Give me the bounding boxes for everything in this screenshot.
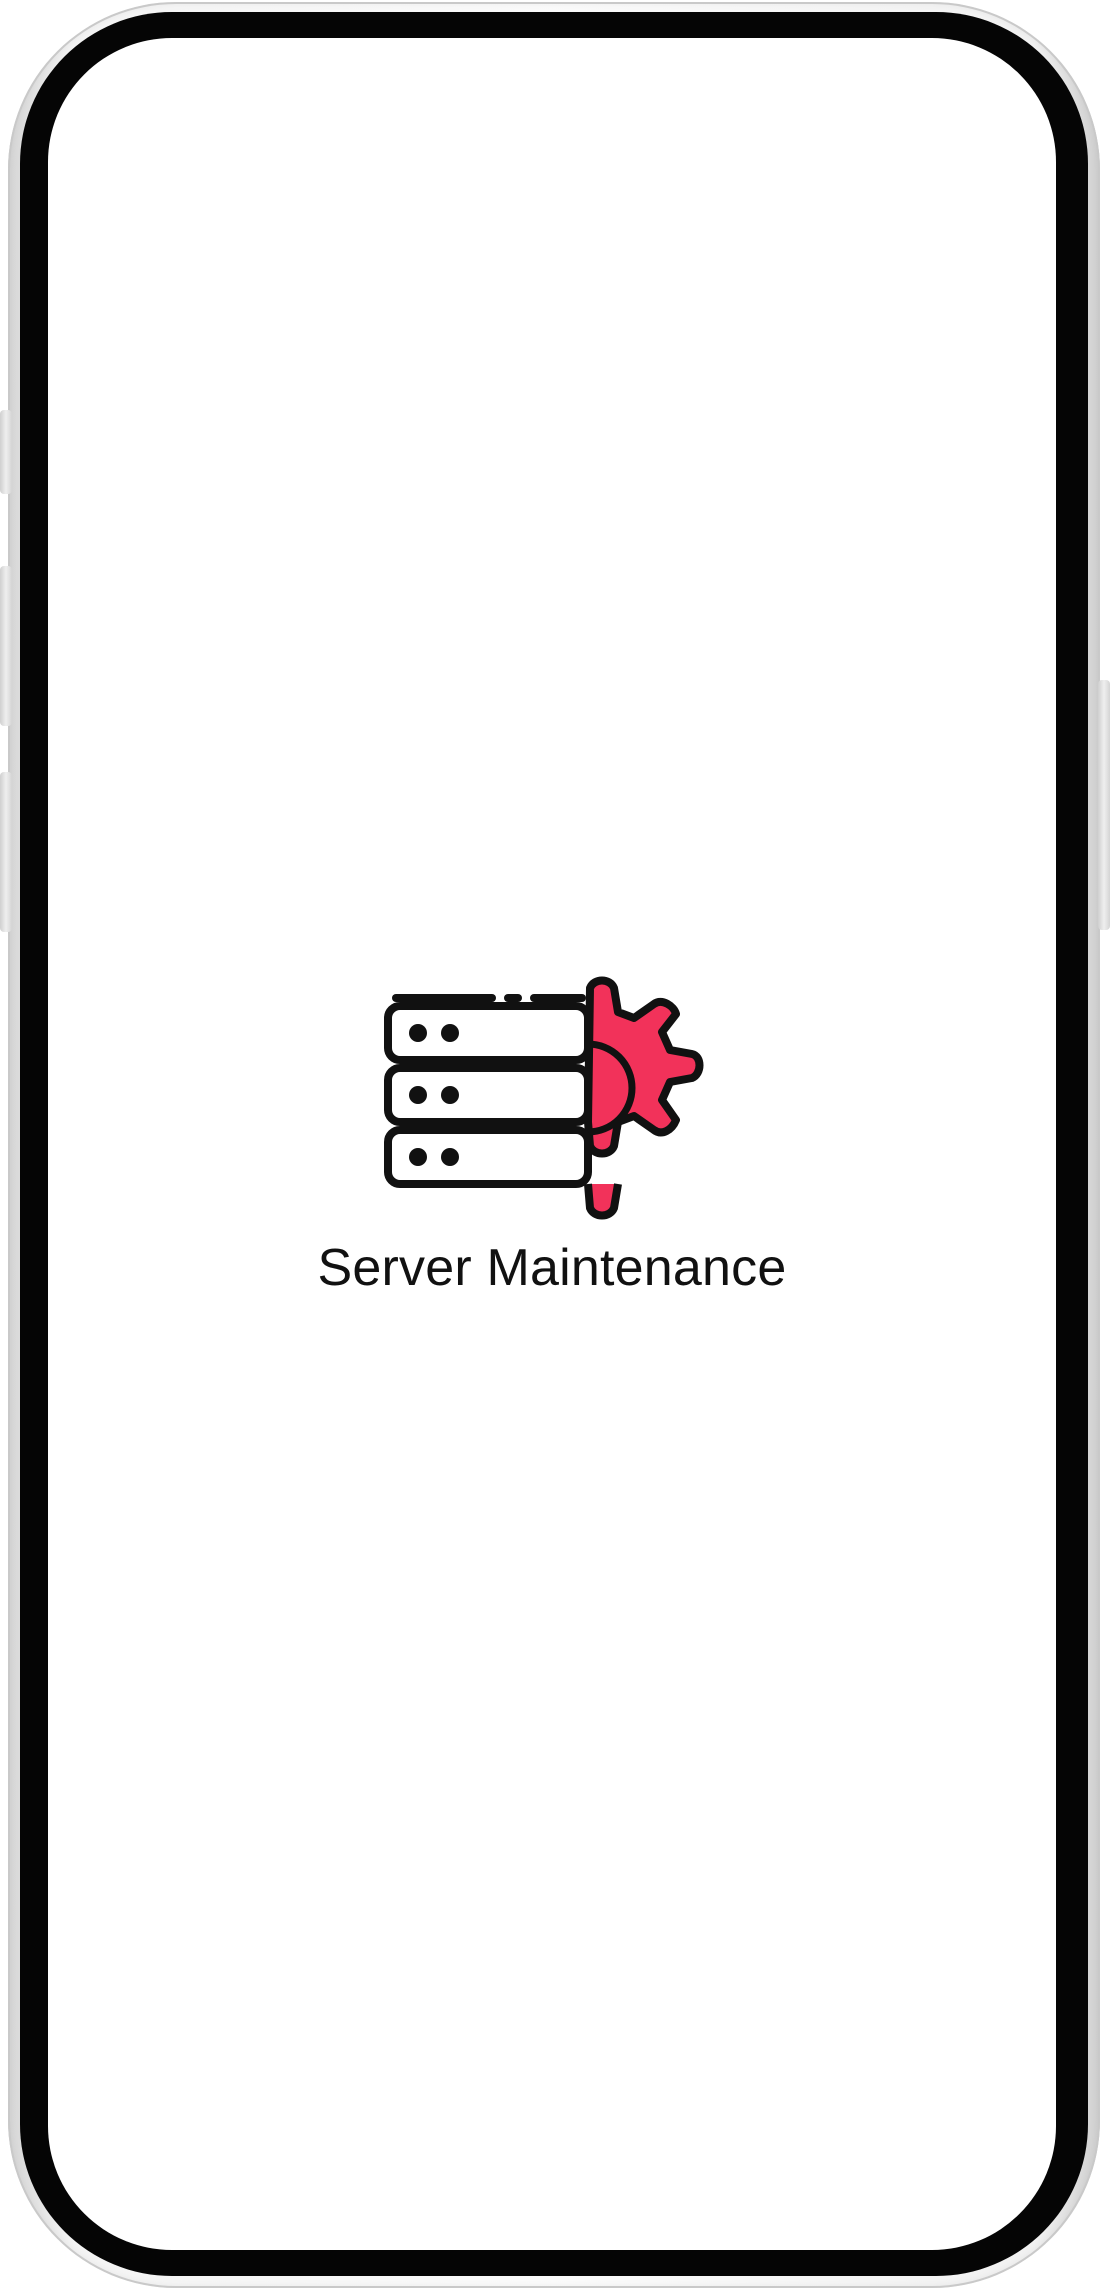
gear-tooth-icon bbox=[584, 1183, 622, 1220]
server-stack-icon bbox=[384, 1002, 592, 1188]
gear-icon bbox=[584, 976, 704, 1158]
phone-screen: Server Maintenance bbox=[48, 38, 1056, 2250]
server-maintenance-icon bbox=[384, 976, 704, 1220]
power-button bbox=[1098, 680, 1110, 930]
page-title: Server Maintenance bbox=[317, 1239, 787, 1297]
volume-down-button bbox=[0, 772, 12, 932]
volume-up-button bbox=[0, 566, 12, 726]
mute-switch bbox=[0, 410, 12, 494]
maintenance-message: Server Maintenance bbox=[48, 970, 1056, 1298]
